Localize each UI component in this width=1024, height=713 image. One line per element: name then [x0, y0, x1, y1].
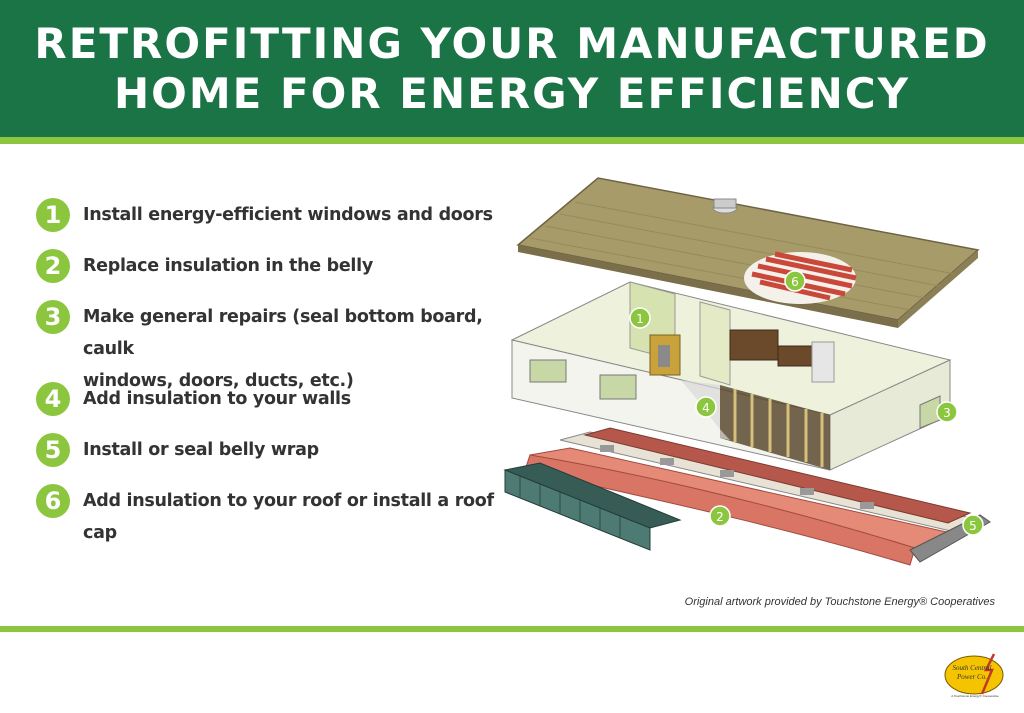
marker-2: 2: [709, 505, 731, 527]
marker-3: 3: [936, 401, 958, 423]
step-text: Add insulation to your walls: [83, 389, 351, 409]
top-divider: [0, 137, 1024, 144]
step-2: 2 Replace insulation in the belly: [36, 249, 496, 283]
svg-text:5: 5: [969, 519, 977, 533]
step-number-badge: 2: [36, 249, 70, 283]
belly-wrap: [503, 462, 682, 551]
step-number-badge: 4: [36, 382, 70, 416]
step-text: Install or seal belly wrap: [83, 440, 319, 460]
step-6: 6 Add insulation to your roof or install…: [36, 484, 496, 549]
svg-text:Power Co.: Power Co.: [956, 673, 987, 681]
step-text: Install energy-efficient windows and doo…: [83, 205, 493, 225]
step-text: Add insulation to your roof or install a…: [83, 491, 494, 543]
house-illustration: 1 2 3 4 5 6: [503, 177, 991, 566]
marker-4: 4: [695, 396, 717, 418]
step-text: Replace insulation in the belly: [83, 256, 373, 276]
roof-panel: [516, 177, 980, 328]
step-number-badge: 5: [36, 433, 70, 467]
title-line-2: HOME FOR ENERGY EFFICIENCY: [113, 68, 910, 118]
house-body: [510, 281, 952, 471]
title-line-1: RETROFITTING YOUR MANUFACTURED: [34, 18, 990, 68]
svg-text:6: 6: [791, 275, 799, 289]
step-text-line-1: Make general repairs (seal bottom board,…: [83, 307, 483, 359]
step-4: 4 Add insulation to your walls: [36, 382, 496, 416]
marker-5: 5: [962, 514, 984, 536]
bottom-divider: [0, 626, 1024, 632]
step-number-badge: 6: [36, 484, 70, 518]
svg-text:A Touchstone Energy® Cooperati: A Touchstone Energy® Cooperative: [951, 694, 999, 698]
company-logo: South Central Power Co. A Touchstone Ene…: [944, 653, 1004, 698]
step-text: Make general repairs (seal bottom board,…: [83, 301, 496, 397]
svg-text:4: 4: [702, 401, 710, 415]
marker-1: 1: [629, 307, 651, 329]
step-3: 3 Make general repairs (seal bottom boar…: [36, 300, 496, 397]
lightning-bolt-icon: [980, 653, 996, 695]
marker-6: 6: [784, 270, 806, 292]
artwork-credit: Original artwork provided by Touchstone …: [684, 596, 995, 608]
step-1: 1 Install energy-efficient windows and d…: [36, 198, 496, 232]
svg-text:1: 1: [636, 312, 644, 326]
step-number-badge: 1: [36, 198, 70, 232]
step-text-line-2: windows, doors, ducts, etc.): [83, 371, 354, 391]
svg-text:South Central: South Central: [952, 664, 991, 672]
svg-text:2: 2: [716, 510, 724, 524]
svg-text:3: 3: [943, 406, 951, 420]
belly-floor: [559, 427, 982, 533]
step-5: 5 Install or seal belly wrap: [36, 433, 496, 467]
step-number-badge: 3: [36, 300, 70, 334]
illustration-markers: 1 2 3 4 5 6: [629, 270, 984, 536]
header-banner: RETROFITTING YOUR MANUFACTURED HOME FOR …: [0, 0, 1024, 137]
